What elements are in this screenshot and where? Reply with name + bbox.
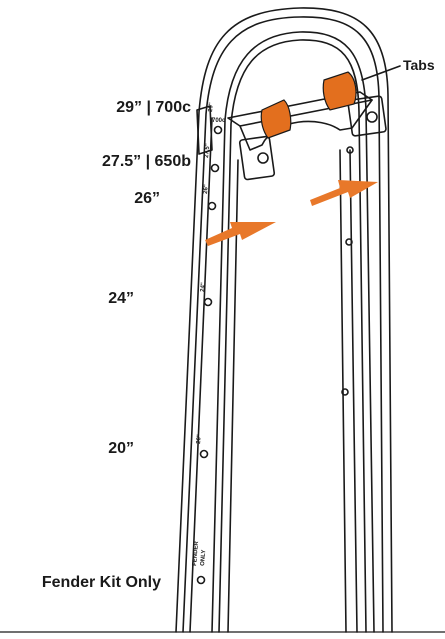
right-rail-hole-2 — [345, 238, 353, 246]
right-rail-a — [339, 149, 347, 633]
tab-right — [322, 71, 357, 111]
bracket-right-bolt — [366, 111, 378, 123]
size-label-fender-kit-only: Fender Kit Only — [41, 574, 161, 591]
rail-hole-26 — [207, 201, 217, 211]
size-label-24: 24” — [108, 290, 134, 307]
arrow-right-pointing — [205, 222, 276, 246]
frame-outer-inner — [182, 16, 384, 633]
rack-mark-24: 24" — [200, 282, 207, 292]
right-rail-b — [349, 149, 358, 633]
rack-mark-fender: FENDER — [192, 540, 200, 566]
right-rail-hole-3 — [341, 388, 349, 396]
right-rail-hole-1 — [346, 146, 354, 154]
size-label-20: 20” — [108, 440, 134, 457]
tabs-callout-label: Tabs — [403, 57, 435, 73]
rail-hole-29 — [213, 125, 223, 135]
left-rail-b — [227, 159, 239, 633]
rack-mark-27-5: 27.5" — [204, 143, 211, 158]
rail-hole-20 — [199, 449, 209, 459]
tab-left — [260, 99, 292, 139]
frame-inner-2 — [218, 39, 367, 633]
left-rail-a — [189, 117, 213, 633]
frame-inner — [211, 31, 375, 633]
bracket-left-bolt — [257, 152, 269, 164]
rail-hole-24 — [203, 297, 213, 307]
rack-mark-29: 29" — [208, 102, 215, 112]
rack-mark-700c: 700c — [212, 118, 226, 124]
size-label-26: 26” — [134, 190, 160, 207]
frame-outer — [175, 7, 393, 633]
crossbar-lower — [239, 99, 373, 151]
bracket-left-plate — [238, 135, 276, 181]
bracket-right-plate — [347, 95, 387, 137]
rack-mark-26: 26" — [203, 184, 210, 194]
rack-mark-20: 20" — [196, 434, 203, 444]
left-clip — [196, 105, 213, 155]
size-label-29-700c: 29” | 700c — [116, 99, 191, 116]
rack-mark-only: ONLY — [200, 550, 207, 567]
rail-hole-fender — [196, 575, 206, 585]
arrow-left-pointing — [310, 180, 378, 206]
rail-hole-27-5 — [210, 163, 220, 173]
size-label-27-5-650b: 27.5” | 650b — [102, 153, 191, 170]
tabs-leader — [361, 65, 401, 81]
